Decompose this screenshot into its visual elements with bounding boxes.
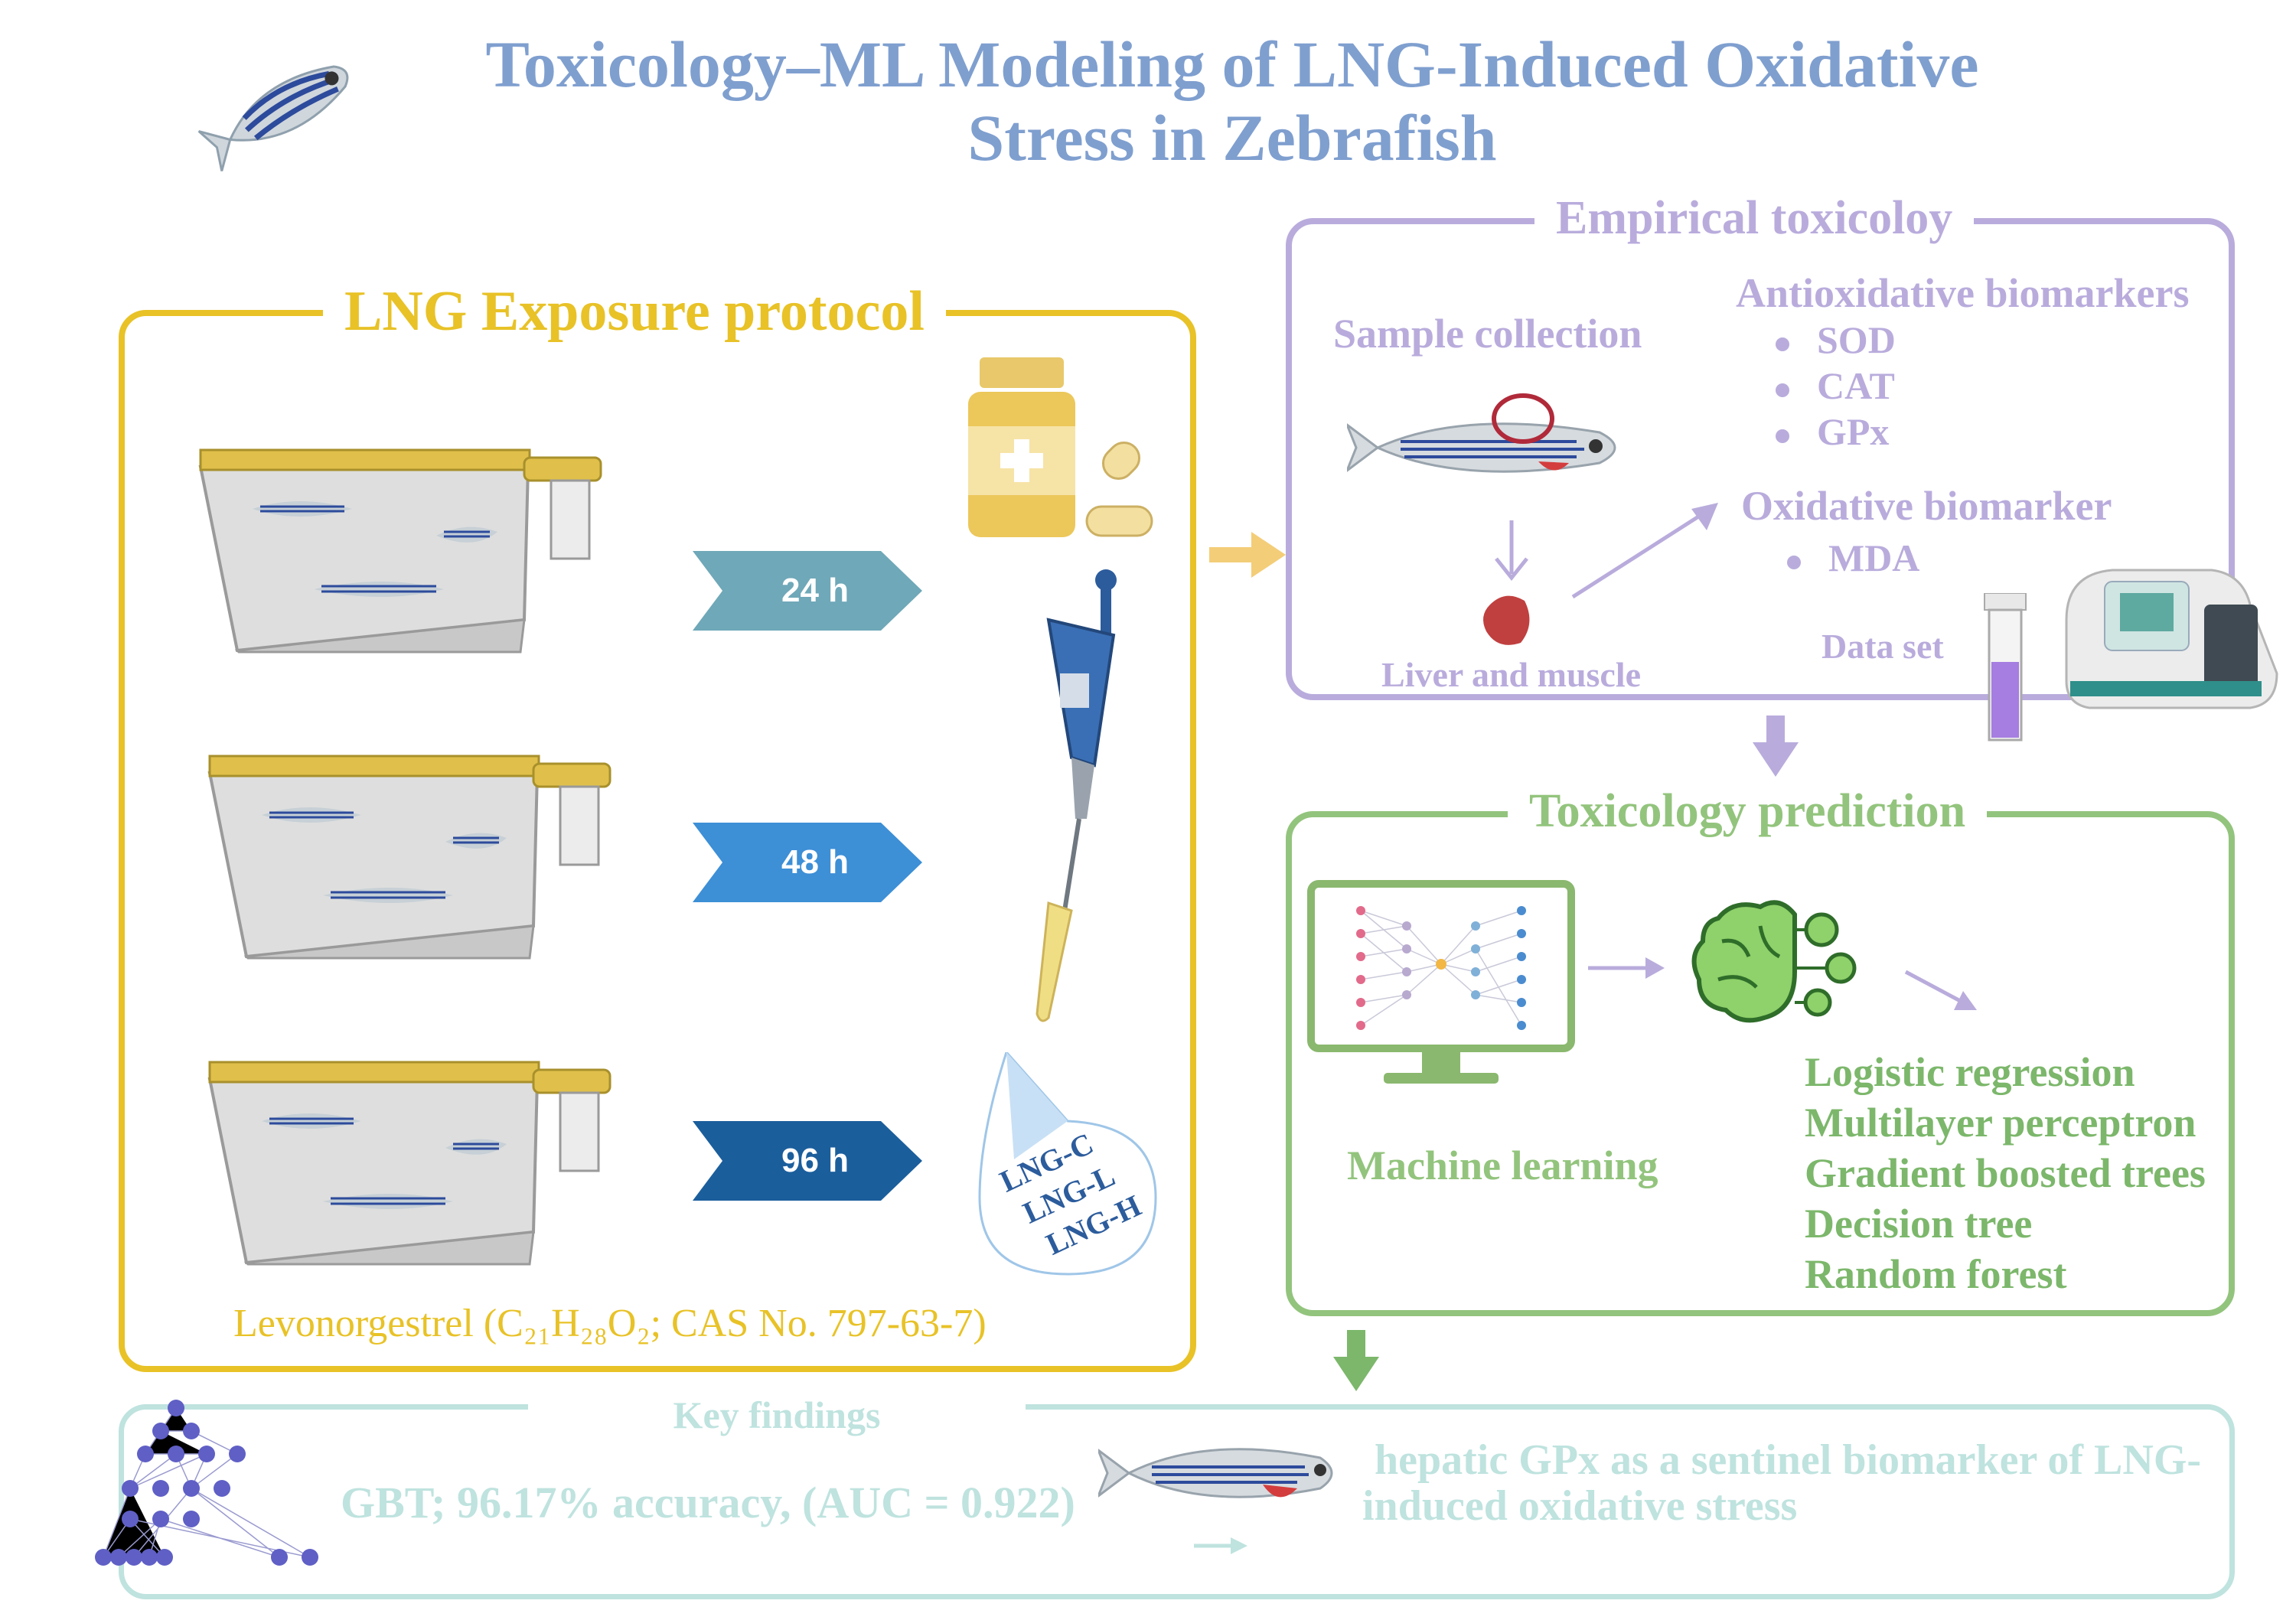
dataset-label: Data set: [1821, 627, 1944, 666]
biomarker-label: GPx: [1817, 410, 1890, 453]
time-tag-96h: 96 h: [693, 1121, 922, 1201]
flow-arrow-icon: [1753, 715, 1799, 777]
time-label: 48 h: [781, 843, 850, 881]
empirical-toxicology-heading: Empirical toxicoloy: [1534, 191, 1975, 246]
flow-arrow-icon: [1209, 532, 1286, 578]
network-graph-icon: [95, 1400, 318, 1566]
model-item: Logistic regression: [1805, 1049, 2135, 1095]
model-item: Decision tree: [1805, 1201, 2033, 1247]
spectrophotometer-icon: [2065, 569, 2278, 709]
biomarker-label: SOD: [1817, 318, 1896, 361]
tissue-icon: [1483, 595, 1530, 645]
machine-learning-label: Machine learning: [1347, 1143, 1658, 1188]
biomarker-item: MDA: [1787, 536, 1919, 580]
diagonal-arrow-icon: [1904, 970, 1977, 1010]
biomarker-item: CAT: [1776, 363, 1895, 408]
oxidative-heading: Oxidative biomarker: [1741, 483, 2112, 529]
pipette-icon: [1035, 569, 1117, 1022]
model-item: Multilayer perceptron: [1805, 1100, 2197, 1146]
time-label: 24 h: [781, 572, 850, 609]
cuvette-icon: [1984, 593, 2027, 742]
conclusion-line: induced oxidative stress: [1362, 1482, 1798, 1530]
conclusion-line: hepatic GPx as a sentinel biomarker of L…: [1375, 1436, 2202, 1484]
toxicology-prediction-heading: Toxicology prediction: [1508, 784, 1988, 839]
flow-arrow-icon: [1333, 1330, 1379, 1391]
right-arrow-icon: [1588, 957, 1665, 979]
compound-label: Levonorgestrel (C₂₁H₂₈O₂; CAS No. 797-63…: [233, 1302, 987, 1345]
antioxidative-heading: Antioxidative biomarkers: [1736, 270, 2190, 316]
key-finding-conclusion: hepatic GPx as a sentinel biomarker of L…: [1362, 1437, 2201, 1529]
brain-gears-icon: [1691, 900, 1857, 1023]
time-label: 96 h: [781, 1142, 850, 1179]
zebrafish-liver-icon: [1098, 1448, 1333, 1498]
biomarker-label: CAT: [1817, 364, 1895, 407]
tissue-label: Liver and muscle: [1381, 655, 1642, 694]
key-findings-panel: [119, 1404, 2235, 1599]
zebrafish-sample-icon: [1347, 393, 1616, 473]
machine-learning-monitor-icon: [1307, 880, 1575, 1084]
aquarium-tank-icon: [207, 755, 612, 960]
aquarium-tank-icon: [207, 1061, 612, 1266]
biomarker-item: SOD: [1776, 318, 1896, 362]
diagonal-arrow-icon: [1571, 503, 1718, 599]
biomarker-item: GPx: [1776, 409, 1889, 454]
medicine-bottle-icon: [968, 357, 1153, 537]
zebrafish-icon: [197, 65, 349, 171]
model-list: Logistic regression Multilayer perceptro…: [1805, 1047, 2206, 1299]
aquarium-tank-icon: [198, 448, 602, 654]
exposure-protocol-heading: LNG Exposure protocol: [323, 279, 946, 344]
treatment-group-drop: LNG-C LNG-L LNG-H: [978, 1052, 1157, 1276]
model-item: Gradient boosted trees: [1805, 1150, 2206, 1196]
page-title-text: Toxicology–ML Modeling of LNG-Induced Ox…: [485, 28, 1979, 174]
time-tag-48h: 48 h: [693, 823, 922, 902]
model-item: Random forest: [1805, 1251, 2067, 1297]
page-title: Toxicology–ML Modeling of LNG-Induced Ox…: [429, 28, 2036, 174]
right-arrow-icon: [1194, 1537, 1247, 1554]
key-finding-result: GBT; 96.17% accuracy, (AUC = 0.922): [341, 1478, 1075, 1527]
sample-collection-label: Sample collection: [1333, 311, 1642, 357]
down-arrow-icon: [1495, 520, 1528, 582]
biomarker-label: MDA: [1828, 536, 1920, 579]
key-findings-heading: Key findings: [528, 1393, 1026, 1437]
time-tag-24h: 24 h: [693, 551, 922, 631]
